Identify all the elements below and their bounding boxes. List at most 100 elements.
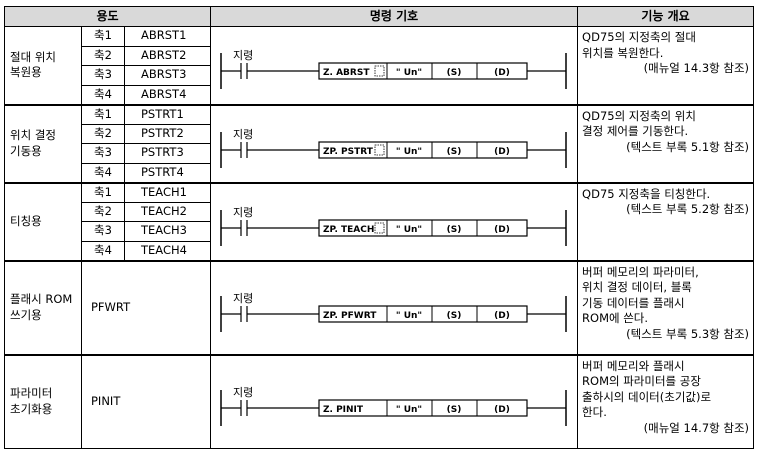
d-operand: (D): [494, 405, 510, 415]
use-label-line1: 티칭용: [10, 213, 42, 228]
axis-cell: 축1: [81, 104, 125, 125]
symbol-cell: 지령 Z. PINIT " Un" (S) (D): [210, 354, 579, 449]
ladder-diagram: 지령 Z. PINIT " Un" (S) (D): [220, 386, 567, 426]
summary-line: 버퍼 메모리와 플래시: [582, 358, 685, 373]
d-operand: (D): [494, 147, 510, 157]
summary-reference: (매뉴얼 14.7항 참조): [643, 420, 750, 435]
d-operand: (D): [494, 68, 510, 78]
contact-label: 지령: [233, 128, 253, 141]
d-operand: (D): [494, 311, 510, 321]
use-label-line1: 위치 결정: [10, 127, 56, 142]
summary-line: 기동 데이터를 플래시: [582, 295, 685, 310]
summary-line: ROM의 파라미터를 공장: [582, 374, 701, 389]
s-operand: (S): [447, 405, 462, 415]
axis-placeholder-box: [374, 65, 385, 77]
summary-reference: (텍스트 부록 5.1항 참조): [626, 139, 750, 154]
contact-label: 지령: [233, 386, 253, 399]
use-label-line1: 절대 위치: [10, 49, 56, 64]
use-cell: 티칭용: [4, 182, 82, 262]
use-label-line2: 쓰기용: [10, 307, 42, 322]
s-operand: (S): [447, 147, 462, 157]
command-cell: PINIT: [80, 354, 212, 449]
symbol-cell: 지령 ZP. PFWRT " Un" (S) (D): [210, 260, 579, 356]
summary-line: 버퍼 메모리의 파라미터,: [582, 264, 699, 279]
symbol-cell: 지령 Z. ABRST " Un" (S) (D): [210, 26, 579, 106]
s-operand: (S): [447, 68, 462, 78]
command-cell: TEACH2: [123, 201, 212, 222]
instruction-name: Z. PINIT: [323, 405, 364, 415]
command-cell: ABRST3: [123, 65, 212, 86]
axis-cell: 축3: [81, 221, 125, 242]
command-cell: PSTRT3: [123, 143, 212, 164]
use-cell: 플래시 ROM 쓰기용: [4, 260, 82, 356]
contact-label: 지령: [233, 292, 253, 305]
use-cell: 절대 위치 복원용: [4, 26, 82, 106]
use-label-line1: 파라미터: [10, 386, 53, 401]
instruction-name: ZP. PSTRT: [323, 147, 374, 157]
ladder-diagram: 지령 ZP. PSTRT " Un" (S) (D): [220, 128, 567, 168]
use-label-line2: 복원용: [10, 65, 42, 80]
summary-line: QD75의 지정축의 위치: [582, 108, 696, 123]
contact-label: 지령: [233, 206, 253, 219]
axis-cell: 축1: [81, 182, 125, 203]
symbol-cell: 지령 ZP. TEACH " Un" (S) (D): [210, 182, 579, 262]
ladder-diagram: 지령 ZP. TEACH " Un" (S) (D): [220, 206, 567, 246]
use-label-line2: 초기화용: [10, 401, 53, 416]
instruction-row: 파라미터 초기화용 PINIT 지령 Z. PINIT " Un" (S) (D…: [4, 354, 755, 449]
axis-placeholder-box: [374, 144, 385, 155]
summary-cell: QD75의 지정축의 위치 결정 제어를 기동한다. (텍스트 부록 5.1항 …: [577, 104, 755, 184]
summary-line: QD75 지정축을 티칭한다.: [582, 186, 711, 201]
summary-line: 결정 제어를 기동한다.: [582, 124, 689, 139]
axis-cell: 축2: [81, 45, 125, 66]
summary-line: 위치를 복원한다.: [582, 45, 664, 60]
summary-line: 위치 결정 데이터, 블록: [582, 280, 692, 295]
axis-cell: 축1: [81, 26, 125, 47]
axis-cell: 축3: [81, 143, 125, 164]
summary-reference: (매뉴얼 14.3항 참조): [643, 61, 750, 76]
instruction-name: ZP. PFWRT: [323, 311, 377, 321]
un-operand: " Un": [396, 311, 422, 321]
summary-reference: (텍스트 부록 5.2항 참조): [626, 202, 750, 217]
axis-cell: 축3: [81, 65, 125, 86]
summary-reference: (텍스트 부록 5.3항 참조): [626, 326, 750, 341]
axis-cell: 축2: [81, 123, 125, 144]
command-cell: ABRST4: [123, 84, 212, 106]
s-operand: (S): [447, 225, 462, 235]
un-operand: " Un": [396, 405, 422, 415]
un-operand: " Un": [396, 225, 422, 235]
command-cell: TEACH4: [123, 240, 212, 262]
header-symbol: 명령 기호: [210, 6, 579, 27]
symbol-cell: 지령 ZP. PSTRT " Un" (S) (D): [210, 104, 579, 184]
command-cell: TEACH1: [123, 182, 212, 203]
axis-cell: 축4: [81, 162, 125, 184]
un-operand: " Un": [396, 147, 422, 157]
command-cell: PSTRT2: [123, 123, 212, 144]
summary-line: 한다.: [582, 405, 607, 420]
command-cell: TEACH3: [123, 221, 212, 242]
ladder-diagram: 지령 ZP. PFWRT " Un" (S) (D): [220, 292, 567, 332]
header-use: 용도: [3, 6, 212, 27]
use-label-line1: 플래시 ROM: [10, 291, 73, 306]
header-row: 용도 명령 기호 기능 개요: [3, 6, 755, 27]
header-summary: 기능 개요: [577, 6, 755, 27]
summary-cell: QD75의 지정축의 절대 위치를 복원한다. (매뉴얼 14.3항 참조): [577, 26, 755, 106]
use-cell: 파라미터 초기화용: [4, 354, 82, 449]
summary-cell: QD75 지정축을 티칭한다. (텍스트 부록 5.2항 참조): [577, 182, 755, 262]
ladder-diagram: 지령 Z. ABRST " Un" (S) (D): [220, 49, 567, 90]
summary-line: 출하시의 데이터(초기값)로: [582, 389, 712, 404]
command-cell: PFWRT: [80, 260, 212, 356]
use-label-line2: 기동용: [10, 143, 42, 158]
command-cell: PSTRT4: [123, 162, 212, 184]
